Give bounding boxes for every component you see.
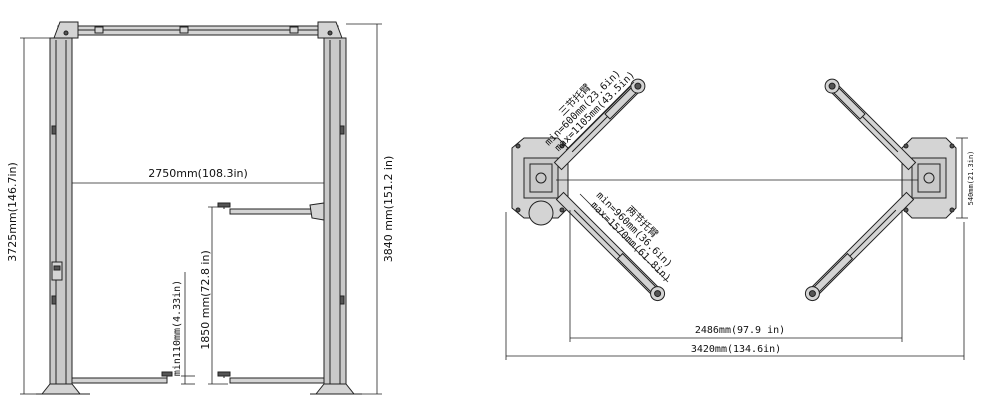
dim-inner-width: 2486mm(97.9 in): [695, 325, 785, 336]
left-upper-arm: [553, 78, 646, 171]
front-view: 3725mm(146.7in) 3840 mm(151.2 in) 2750mm…: [6, 21, 395, 395]
right-lower-arm: [804, 191, 915, 302]
right-upper-arm: [824, 78, 917, 171]
right-top-bracket: [317, 21, 343, 39]
left-foot: [40, 383, 82, 395]
dim-min-pad-height: min110mm(4.33in): [172, 280, 183, 376]
control-box: [51, 261, 63, 281]
dim-max-lift-height: 1850 mm(72.8 in): [199, 250, 212, 350]
right-low-arm: [229, 377, 325, 384]
left-post: [49, 37, 73, 389]
left-motor: [528, 200, 554, 226]
right-raised-arm: [229, 208, 325, 215]
left-lower-arm: [555, 191, 666, 302]
right-foot: [314, 383, 356, 395]
right-post: [323, 37, 347, 389]
dim-width-between-posts: 2750mm(108.3in): [148, 167, 248, 180]
two-stage-arm-min: min=960mm(36.6in): [594, 190, 674, 270]
left-low-arm: [71, 377, 168, 384]
dim-base-depth: 540mm(21.3in): [967, 151, 975, 206]
top-view: 三节托臂 min=600mm(23.6in) max=1105mm(43.5in…: [505, 68, 975, 360]
dim-overall-width: 3420mm(134.6in): [691, 344, 781, 355]
dim-height-lift: 3725mm(146.7in): [6, 162, 19, 262]
left-top-bracket: [53, 21, 79, 39]
dim-overall-height: 3840 mm(151.2 in): [382, 156, 395, 263]
